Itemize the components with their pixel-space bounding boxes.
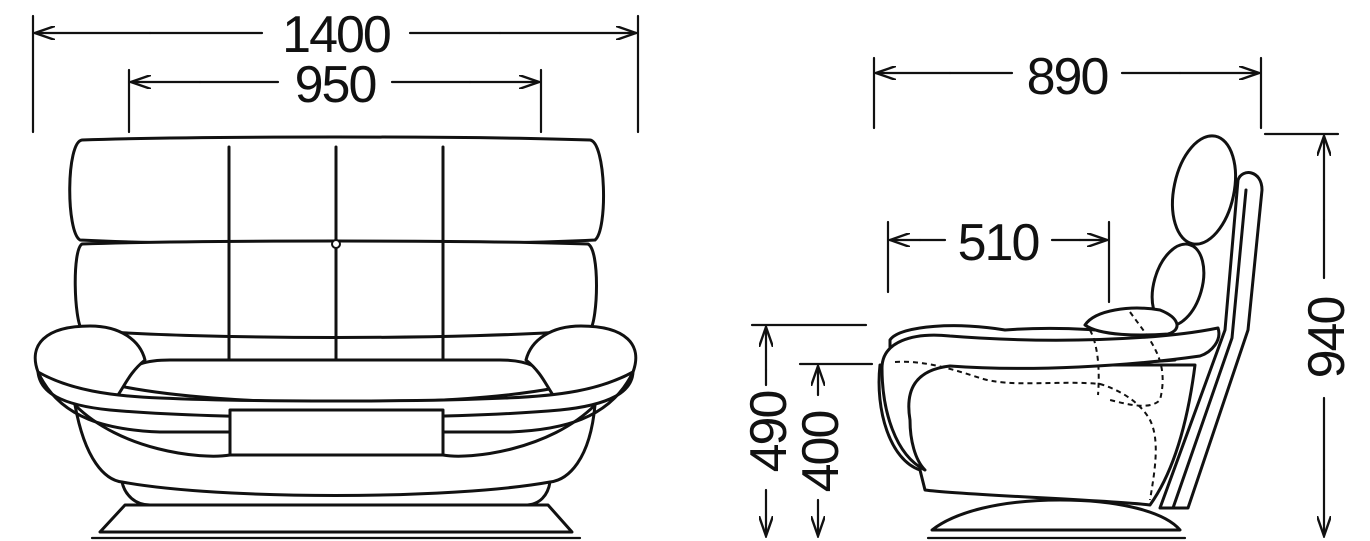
front-base <box>98 503 574 534</box>
side-arm <box>880 326 1221 472</box>
dim-label-seat-height: 400 <box>792 412 850 493</box>
dimension-overall-height: 940 <box>1263 132 1356 536</box>
side-back-frame <box>1158 171 1264 510</box>
dim-label-seat-width: 950 <box>295 56 376 114</box>
dimension-arm-height: 490 <box>740 323 868 536</box>
dim-label-seat-depth: 510 <box>958 214 1039 272</box>
sofa-side-view <box>877 134 1264 540</box>
front-seat-cushion <box>113 358 557 405</box>
dimension-seat-depth: 510 <box>886 214 1111 304</box>
dim-label-arm-height: 490 <box>740 392 798 473</box>
dimension-overall-width: 1400 <box>31 6 640 134</box>
dim-label-overall-height: 940 <box>1298 298 1356 379</box>
side-body <box>877 363 1197 507</box>
dimension-seat-width: 950 <box>127 56 543 134</box>
dim-label-overall-width: 1400 <box>282 6 390 64</box>
side-pillow <box>1083 306 1179 337</box>
sofa-front-view <box>33 135 638 540</box>
dimension-seat-height: 400 <box>792 362 874 536</box>
dim-label-depth: 890 <box>1027 48 1108 106</box>
side-head-cushion <box>1171 134 1237 246</box>
dimension-depth: 890 <box>872 48 1263 130</box>
